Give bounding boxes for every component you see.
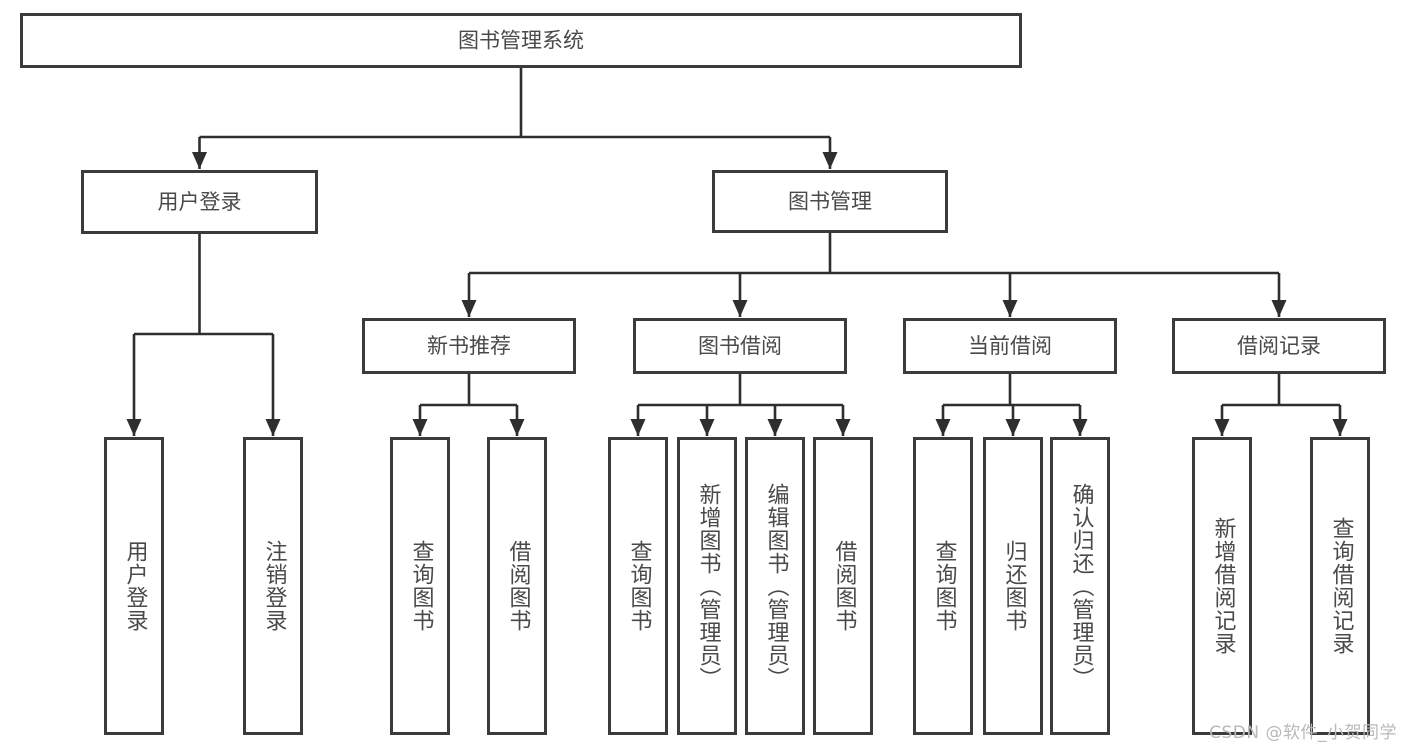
node-label: 当前借阅 [968, 334, 1052, 358]
node-box [633, 318, 847, 374]
arrow-head-icon [1271, 300, 1287, 317]
watermark-text: CSDN @软件_小贺同学 [1209, 723, 1397, 743]
node-user-login[interactable]: 用户登录 [81, 170, 318, 234]
arrow-head-icon [509, 419, 525, 436]
node-box [104, 437, 164, 735]
arrow-head-icon [822, 152, 838, 169]
node-leaf-edit-book[interactable] [745, 437, 805, 735]
node-leaf-borrow-book-rec[interactable] [487, 437, 547, 735]
node-leaf-query-record[interactable] [1310, 437, 1370, 735]
arrow-head-icon [192, 152, 207, 169]
node-leaf-borrow-book[interactable] [813, 437, 873, 735]
node-box [745, 437, 805, 735]
arrow-head-icon [935, 419, 951, 436]
node-root[interactable]: 图书管理系统 [20, 13, 1022, 68]
node-box [1050, 437, 1110, 735]
node-leaf-query-book-cur[interactable] [913, 437, 973, 735]
node-box [362, 318, 576, 374]
node-box [608, 437, 668, 735]
node-leaf-query-book-rec[interactable] [390, 437, 450, 735]
node-box [1192, 437, 1252, 735]
arrow-head-icon [265, 419, 281, 436]
arrow-head-icon [412, 419, 428, 436]
node-leaf-add-book[interactable] [677, 437, 737, 735]
node-label: 借阅记录 [1237, 334, 1321, 358]
arrow-head-icon [1005, 419, 1021, 436]
node-leaf-user-login[interactable] [104, 437, 164, 735]
node-label: 新书推荐 [427, 334, 511, 358]
arrow-head-icon [835, 419, 851, 436]
node-label: 用户登录 [158, 190, 242, 214]
node-borrow-record[interactable]: 借阅记录 [1172, 318, 1386, 374]
arrow-head-icon [1072, 419, 1088, 436]
node-box [243, 437, 303, 735]
node-label: 图书借阅 [698, 334, 782, 358]
node-box [487, 437, 547, 735]
node-leaf-confirm-return[interactable] [1050, 437, 1110, 735]
node-box [712, 170, 948, 233]
arrow-head-icon [732, 300, 748, 317]
arrow-head-icon [1002, 300, 1018, 317]
node-label: 图书管理 [788, 190, 872, 214]
node-leaf-return-book[interactable] [983, 437, 1043, 735]
arrow-head-icon [767, 419, 783, 436]
node-box [390, 437, 450, 735]
node-box [913, 437, 973, 735]
node-box [813, 437, 873, 735]
arrow-head-icon [630, 419, 646, 436]
node-box [1310, 437, 1370, 735]
node-book-borrow[interactable]: 图书借阅 [633, 318, 847, 374]
node-book-manage[interactable]: 图书管理 [712, 170, 948, 233]
node-box [81, 170, 318, 234]
arrow-head-icon [1332, 419, 1348, 436]
node-leaf-query-book-borrow[interactable] [608, 437, 668, 735]
node-box [903, 318, 1117, 374]
arrow-head-icon [699, 419, 715, 436]
node-new-book-rec[interactable]: 新书推荐 [362, 318, 576, 374]
arrow-head-icon [126, 419, 142, 436]
node-box [20, 13, 1022, 68]
node-label: 图书管理系统 [458, 29, 584, 53]
arrow-head-icon [461, 300, 477, 317]
arrow-head-icon [1214, 419, 1230, 436]
node-box [677, 437, 737, 735]
node-leaf-add-record[interactable] [1192, 437, 1252, 735]
node-leaf-user-logout[interactable] [243, 437, 303, 735]
node-box [983, 437, 1043, 735]
connectors-layer [126, 68, 1348, 436]
node-box [1172, 318, 1386, 374]
node-current-borrow[interactable]: 当前借阅 [903, 318, 1117, 374]
